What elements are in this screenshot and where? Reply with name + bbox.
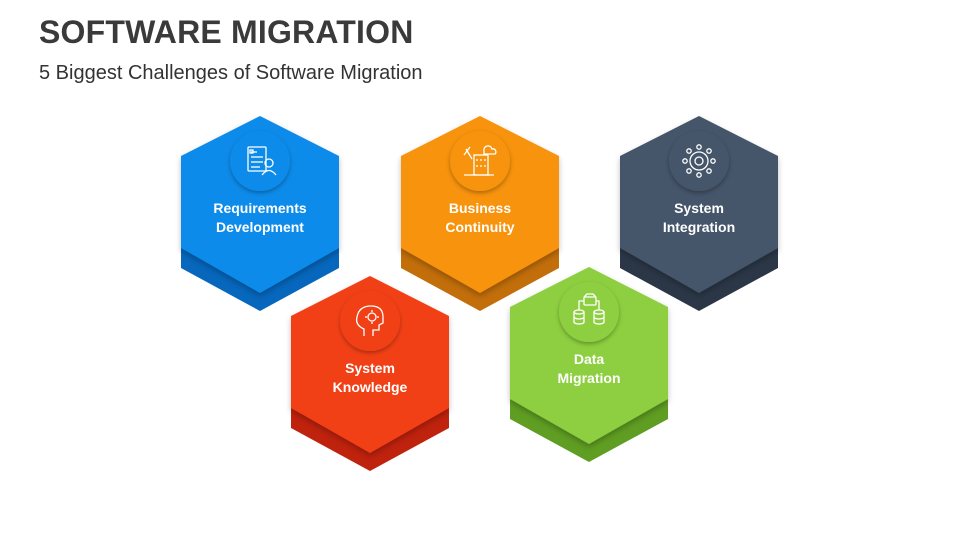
system-integration-icon bbox=[682, 144, 716, 178]
label-data: Data bbox=[574, 351, 605, 367]
label-system-2: System bbox=[345, 360, 395, 376]
label-knowledge: Knowledge bbox=[333, 379, 408, 395]
head-gear-icon bbox=[356, 305, 384, 336]
hex-business-continuity: Business Continuity bbox=[401, 116, 559, 311]
requirements-document-icon bbox=[247, 146, 277, 176]
label-system-1: System bbox=[674, 200, 724, 216]
label-development: Development bbox=[216, 219, 304, 235]
data-migration-icon bbox=[573, 293, 605, 325]
hex-data-migration: Data Migration bbox=[510, 267, 668, 462]
slide-title: SOFTWARE MIGRATION bbox=[39, 14, 414, 50]
label-requirements: Requirements bbox=[213, 200, 307, 216]
hex-requirements-development: Requirements Development bbox=[181, 116, 339, 311]
slide-subtitle: 5 Biggest Challenges of Software Migrati… bbox=[39, 62, 423, 84]
hex-system-integration: System Integration bbox=[620, 116, 778, 311]
label-continuity: Continuity bbox=[445, 219, 514, 235]
label-migration: Migration bbox=[558, 370, 621, 386]
label-business: Business bbox=[449, 200, 511, 216]
label-integration: Integration bbox=[663, 219, 735, 235]
hex-system-knowledge: System Knowledge bbox=[291, 276, 449, 471]
business-continuity-icon bbox=[463, 145, 497, 176]
